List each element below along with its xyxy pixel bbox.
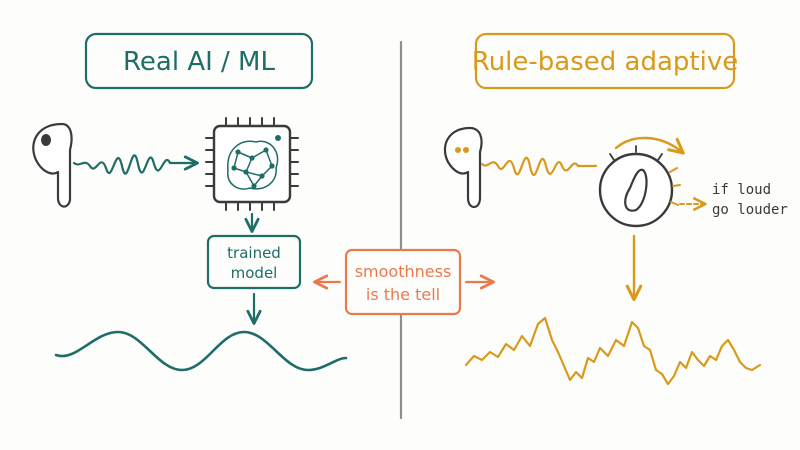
earbud-icon xyxy=(32,122,73,208)
left-panel-title: Real AI / ML xyxy=(123,47,275,77)
neural-network-icon xyxy=(227,140,279,190)
right-sound-wave xyxy=(480,156,598,176)
rule-note-line1: if loud xyxy=(712,182,771,198)
smooth-output-wave xyxy=(54,330,348,372)
trained-model-box xyxy=(206,234,302,290)
dial-knob-icon xyxy=(598,145,681,228)
center-callout-box xyxy=(344,248,462,316)
center-line1: smoothness xyxy=(355,262,452,281)
model-box-line2: model xyxy=(231,264,278,282)
right-panel-title: Rule-based adaptive xyxy=(472,47,738,77)
chip-icon xyxy=(205,117,299,211)
center-line2: is the tell xyxy=(366,285,440,304)
earbud-icon-right xyxy=(443,126,483,209)
left-title-box xyxy=(84,32,314,90)
dial-rotation-arrow xyxy=(614,136,685,155)
left-sound-wave xyxy=(72,154,199,175)
model-box-line1: trained xyxy=(227,244,281,262)
right-title-box xyxy=(474,32,736,90)
rule-note-line2: go louder xyxy=(712,202,788,218)
jagged-output-wave xyxy=(464,316,762,386)
